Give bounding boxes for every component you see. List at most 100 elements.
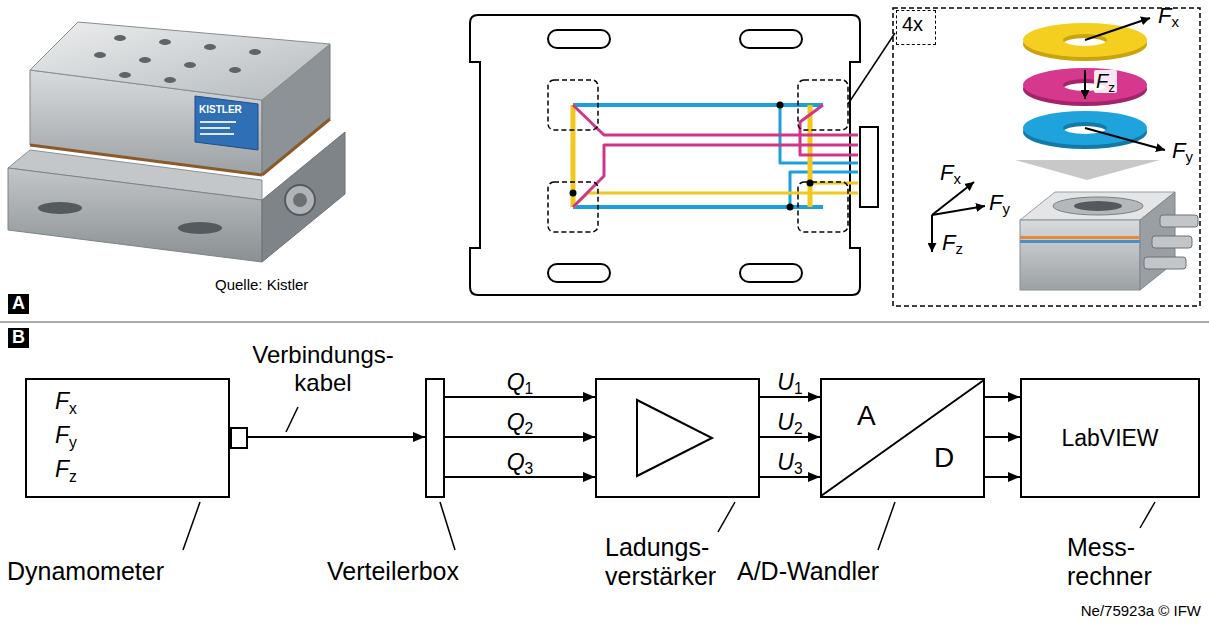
symbol-letter: F xyxy=(942,230,955,255)
dynamometer-photo xyxy=(249,49,261,55)
subscript: x xyxy=(953,170,960,187)
plate-schematic xyxy=(740,264,802,282)
sensor-detail xyxy=(932,206,985,215)
panel-divider xyxy=(0,321,1209,323)
plate-schematic xyxy=(570,190,577,197)
dynamometer-photo xyxy=(8,168,262,262)
subscript: y xyxy=(1002,200,1009,217)
signal-arrow xyxy=(985,396,1020,398)
sensor-detail xyxy=(893,8,1200,306)
panel-tag: A xyxy=(8,294,29,314)
sensor-detail xyxy=(1085,18,1150,40)
signal-arrow xyxy=(445,436,595,438)
dynamometer-photo xyxy=(229,67,241,73)
dynamometer-photo xyxy=(262,119,330,175)
box-text: Fy xyxy=(55,422,77,448)
plate-schematic xyxy=(548,30,610,48)
dynamometer-photo xyxy=(114,35,126,41)
symbol-letter: Q xyxy=(507,409,525,435)
sensor-detail xyxy=(1152,236,1192,248)
box-text: D xyxy=(934,442,954,474)
figure-id: Ne/75923a © IFW xyxy=(1081,602,1201,619)
signal-label: Q1 xyxy=(507,369,534,395)
box-caption: Verteilerbox xyxy=(327,557,459,586)
plate-schematic xyxy=(860,127,878,207)
subscript: 1 xyxy=(794,380,803,397)
subscript: 2 xyxy=(794,420,803,437)
plate-schematic xyxy=(787,204,794,211)
dynamometer-photo xyxy=(285,185,315,215)
signal-arrow xyxy=(230,436,425,438)
leader-line xyxy=(183,407,1155,550)
signal-arrow xyxy=(985,476,1020,478)
dynamometer-photo xyxy=(195,96,258,150)
plate-schematic xyxy=(798,80,848,130)
signal-arrow xyxy=(760,396,820,398)
signal-arrow xyxy=(445,476,595,478)
signal-arrow xyxy=(760,436,820,438)
block-symbols xyxy=(821,380,984,496)
signal-label: Q2 xyxy=(507,409,534,435)
subscript: 3 xyxy=(794,460,803,477)
subscript: y xyxy=(69,434,77,451)
symbol-letter: F xyxy=(1158,3,1171,28)
dynamometer-photo xyxy=(139,57,151,63)
box-text: A xyxy=(857,400,876,432)
sensor-detail xyxy=(1020,236,1140,239)
dynamometer-photo xyxy=(164,77,176,83)
symbol-letter: F xyxy=(55,388,69,414)
plate-schematic xyxy=(548,182,598,232)
plate-schematic xyxy=(777,102,784,109)
charge-amplifier-box: Ladungs- verstärker xyxy=(595,378,760,498)
plate-schematic xyxy=(573,105,858,207)
dynamometer-photo xyxy=(30,22,330,100)
symbol-letter: U xyxy=(777,449,794,475)
plate-schematic xyxy=(470,15,895,295)
dynamometer-photo xyxy=(8,22,345,262)
sensor-detail xyxy=(893,8,1200,306)
axis-label: Fz xyxy=(942,230,963,255)
plate-schematic xyxy=(807,180,814,187)
signal-arrow xyxy=(445,396,595,398)
distribution-box: Verteilerbox xyxy=(425,378,445,498)
subscript: x xyxy=(1171,13,1178,30)
sensor-detail xyxy=(1053,197,1143,215)
symbol-letter: F xyxy=(55,456,69,482)
subscript: 2 xyxy=(525,420,534,437)
plate-schematic xyxy=(573,193,858,207)
signal-label: Verbindungs- kabel xyxy=(238,341,408,396)
subscript: x xyxy=(69,400,77,417)
box-caption: Dynamometer xyxy=(7,557,164,586)
leader-line xyxy=(718,502,735,532)
sensor-detail xyxy=(1023,68,1147,102)
force-label: Fx xyxy=(1158,3,1179,28)
plate-schematic xyxy=(548,80,598,130)
sensor-detail xyxy=(1084,70,1086,99)
dynamometer-photo xyxy=(38,202,82,214)
box-text: LabVIEW xyxy=(1061,425,1158,451)
symbol-letter: U xyxy=(777,409,794,435)
computer-box: LabVIEWMess- rechner xyxy=(1020,378,1200,498)
box-caption: Ladungs- verstärker xyxy=(605,533,730,591)
sensor-detail xyxy=(1085,128,1165,150)
signal-label: U1 xyxy=(777,369,802,395)
force-label: Fy xyxy=(1172,138,1193,163)
dynamometer-photo xyxy=(204,44,216,50)
subscript: 1 xyxy=(525,380,534,397)
plate-schematic xyxy=(571,105,576,207)
signal-arrow xyxy=(760,476,820,478)
connector-socket xyxy=(230,427,248,449)
leader-line xyxy=(286,407,298,432)
plate-schematic xyxy=(798,182,848,232)
dynamometer-photo xyxy=(30,145,262,175)
sensor-detail xyxy=(1144,257,1186,269)
dynamometer-photo xyxy=(178,222,222,234)
signal-arrow xyxy=(985,436,1020,438)
dynamometer-photo xyxy=(184,62,196,68)
dynamometer-photo xyxy=(200,127,230,129)
symbol-letter: F xyxy=(940,160,953,185)
block-symbols xyxy=(637,400,712,476)
subscript: 3 xyxy=(525,460,534,477)
symbol-letter: Q xyxy=(507,449,525,475)
